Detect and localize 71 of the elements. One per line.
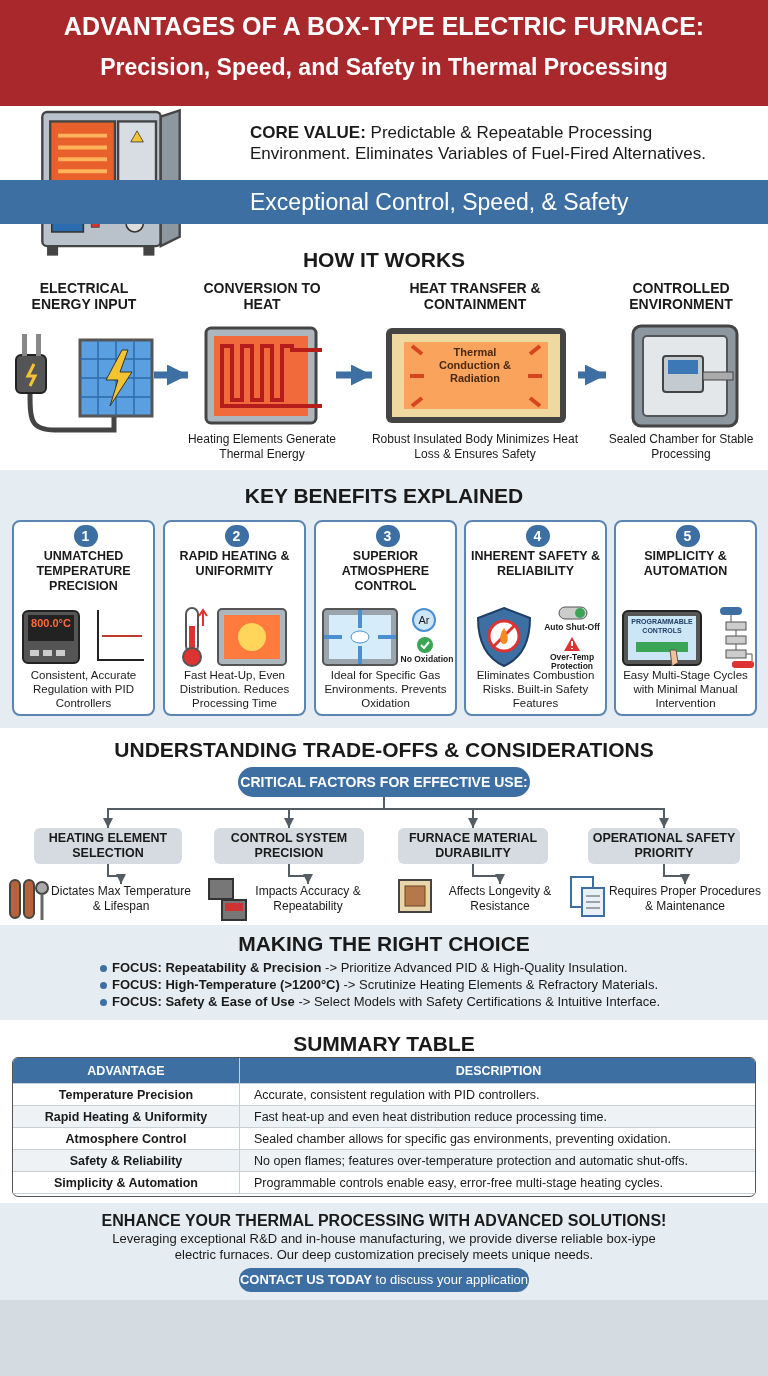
step-caption: Heating Elements Generate Thermal Energy [186,432,338,462]
step-heading: CONVERSION TO HEAT [202,280,322,312]
factor-note: Impacts Accuracy & Repeatability [238,884,378,916]
number-badge: 2 [224,525,249,547]
arrow [107,863,126,885]
title-banner: Exceptional Control, Speed, & Safety [0,180,768,224]
section-heading: SUMMARY TABLE [292,1032,476,1056]
section-heading: KEY BENEFITS EXPLAINED [243,484,525,508]
card-heading: UNMATCHED TEMPERATURE PRECISION [35,549,132,594]
number-badge: 1 [73,525,98,547]
call-to-action-heading: ENHANCE YOUR THERMAL PROCESSING WITH ADVANCED SOLUTIONS! [100,1212,668,1230]
card-description: Consistent, Accurate Regulation with PID Controllers [29,668,138,710]
step-heading: ELECTRICAL ENERGY INPUT [30,280,138,312]
table-cell: No open flames; features over-temperature protection and automatic shut-offs. [240,1150,755,1172]
temperature-readout: 800.0°C [30,617,72,631]
bullet-item: FOCUS: Safety & Ease of Use -> Select Models with Safety Certifications & Intuitive Interface. [112,994,662,1009]
section-heading: UNDERSTANDING TRADE-OFFS & CONSIDERATIONS [113,738,655,762]
card-description: Fast Heat-Up, Even Distribution. Reduces Processing Time [178,668,291,710]
subtitle: Precision, Speed, and Safety in Thermal Processing [99,54,669,81]
card-heading: INHERENT SAFETY & RELIABILITY [470,549,601,579]
status-label: No Oxidation [399,654,455,666]
header-cell: DESCRIPTION [240,1058,755,1084]
card-description: Easy Multi-Stage Cycles with Minimal Manual Intervention [622,668,749,710]
factor-box: FURNACE MATERIAL DURABILITY [398,828,548,864]
factor-box: CONTROL SYSTEM PRECISION [214,828,364,864]
table-cell: Rapid Heating & Uniformity [13,1106,240,1128]
table-cell: Safety & Reliability [13,1150,240,1172]
benefit-card [464,520,607,716]
table-cell: Fast heat-up and even heat distribution reduce processing time. [240,1106,755,1128]
benefit-card [12,520,155,716]
card-heading: SUPERIOR ATMOSPHERE CONTROL [340,549,431,594]
number-badge: 4 [525,525,550,547]
header-cell: ADVANTAGE [13,1058,240,1084]
heading-pill: CRITICAL FACTORS FOR EFFECTIVE USE: [238,767,530,797]
table-cell: Atmosphere Control [13,1128,240,1150]
contact-button: CONTACT US TODAY to discuss your application [239,1268,529,1292]
arrow [663,863,690,885]
card-heading: RAPID HEATING & UNIFORMITY [178,549,291,579]
body-text: Leveraging exceptional R&D and in-house manufacturing, we provide diverse reliable box-iype electric furnaces. Our deep customization precisely meets unique needs. [111,1231,657,1263]
status-label: Auto Shut-Off [543,622,601,634]
arrow [288,863,313,885]
section-heading: HOW IT WORKS [301,248,467,272]
intro-text: CORE VALUE: Predictable & Repeatable Processing Environment. Eliminates Variables of Fuel-Fired Alternatives. [250,122,708,164]
factor-note: Affects Longevity & Resistance [432,884,568,916]
arrow [472,863,505,885]
factor-note: Requires Proper Procedures & Maintenance [606,884,764,916]
benefit-card [614,520,757,716]
status-label: Over-Temp Protection [548,653,596,667]
inner-label: Thermal Conduction & Radiation [437,346,513,385]
step-heading: HEAT TRANSFER & CONTAINMENT [408,280,542,312]
number-badge: 3 [375,525,400,547]
title: ADVANTAGES OF A BOX-TYPE ELECTRIC FURNACE: [62,12,706,41]
factor-box: HEATING ELEMENT SELECTION [34,828,182,864]
gas-bubble: Ar [412,608,436,632]
step-caption: Robust Insulated Body Minimizes Heat Loss & Ensures Safety [370,432,580,462]
benefit-card [314,520,457,716]
step-caption: Sealed Chamber for Stable Processing [607,432,755,462]
table-cell: Temperature Precision [13,1084,240,1106]
number-badge: 5 [675,525,700,547]
bullet-item: FOCUS: High-Temperature (>1200°C) -> Scrutinize Heating Elements & Refractory Materials. [112,977,660,992]
bullet-item: FOCUS: Repeatability & Precision -> Prioritize Advanced PID & High-Quality Insulation. [112,960,629,975]
section-heading: MAKING THE RIGHT CHOICE [237,932,531,956]
factor-note: Dictates Max Temperature & Lifespan [46,884,196,916]
benefit-card [163,520,306,716]
arrow [383,796,669,829]
card-heading: SIMPLICITY & AUTOMATION [642,549,729,579]
step-heading: CONTROLLED ENVIRONMENT [628,280,734,312]
card-description: Eliminates Combustion Risks. Built-in Safety Features [475,669,596,710]
card-description: Ideal for Specific Gas Environments. Prevents Oxidation [323,668,448,710]
factor-box: OPERATIONAL SAFETY PRIORITY [588,828,740,864]
table-cell: Simplicity & Automation [13,1172,240,1194]
